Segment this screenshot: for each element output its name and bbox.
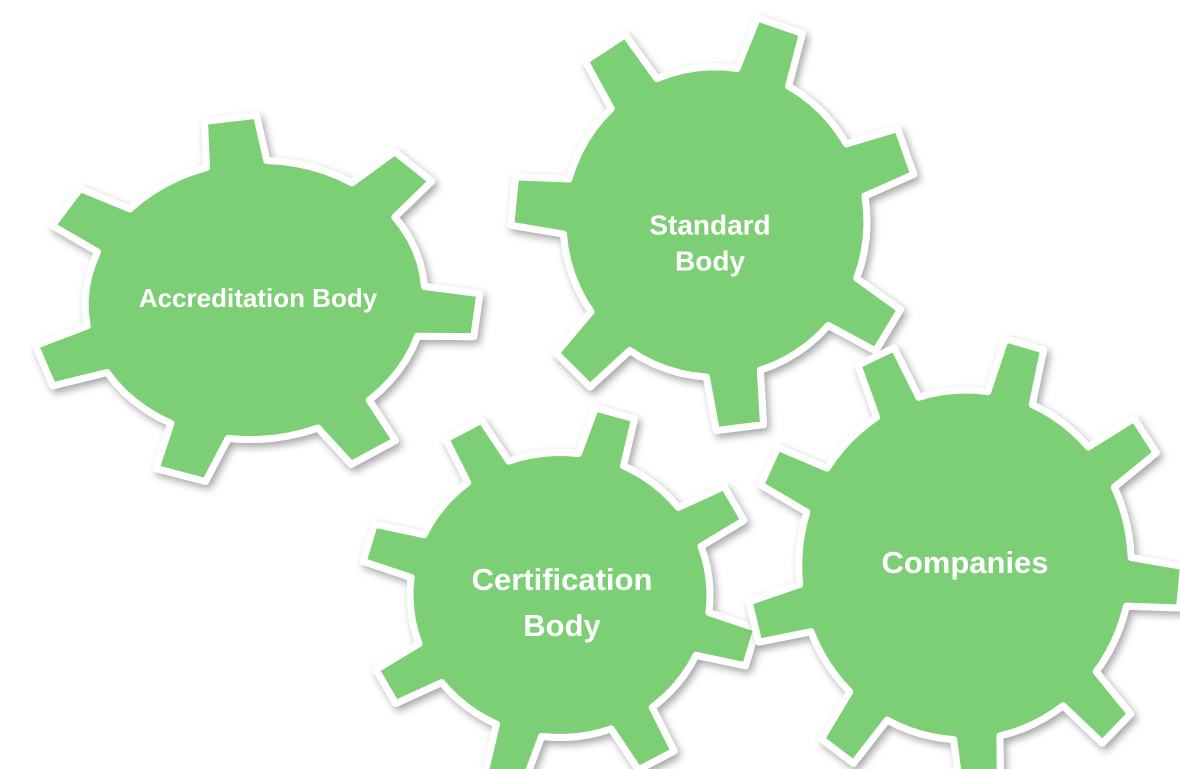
gear-label: Body: [675, 245, 745, 276]
gear-shape: [507, 14, 918, 434]
gear-label: Standard: [649, 209, 770, 240]
gear-label: Body: [523, 608, 601, 643]
gear-shape: [32, 111, 484, 485]
gear-label: Certification: [472, 562, 653, 597]
gear-label: Accreditation Body: [139, 283, 378, 313]
gear-companies: Companies: [745, 335, 1180, 769]
gear-shape: [359, 404, 761, 769]
gear-accreditation-body: Accreditation Body: [32, 111, 484, 485]
gear-shape: [745, 335, 1180, 769]
gear-label: Companies: [881, 545, 1048, 580]
